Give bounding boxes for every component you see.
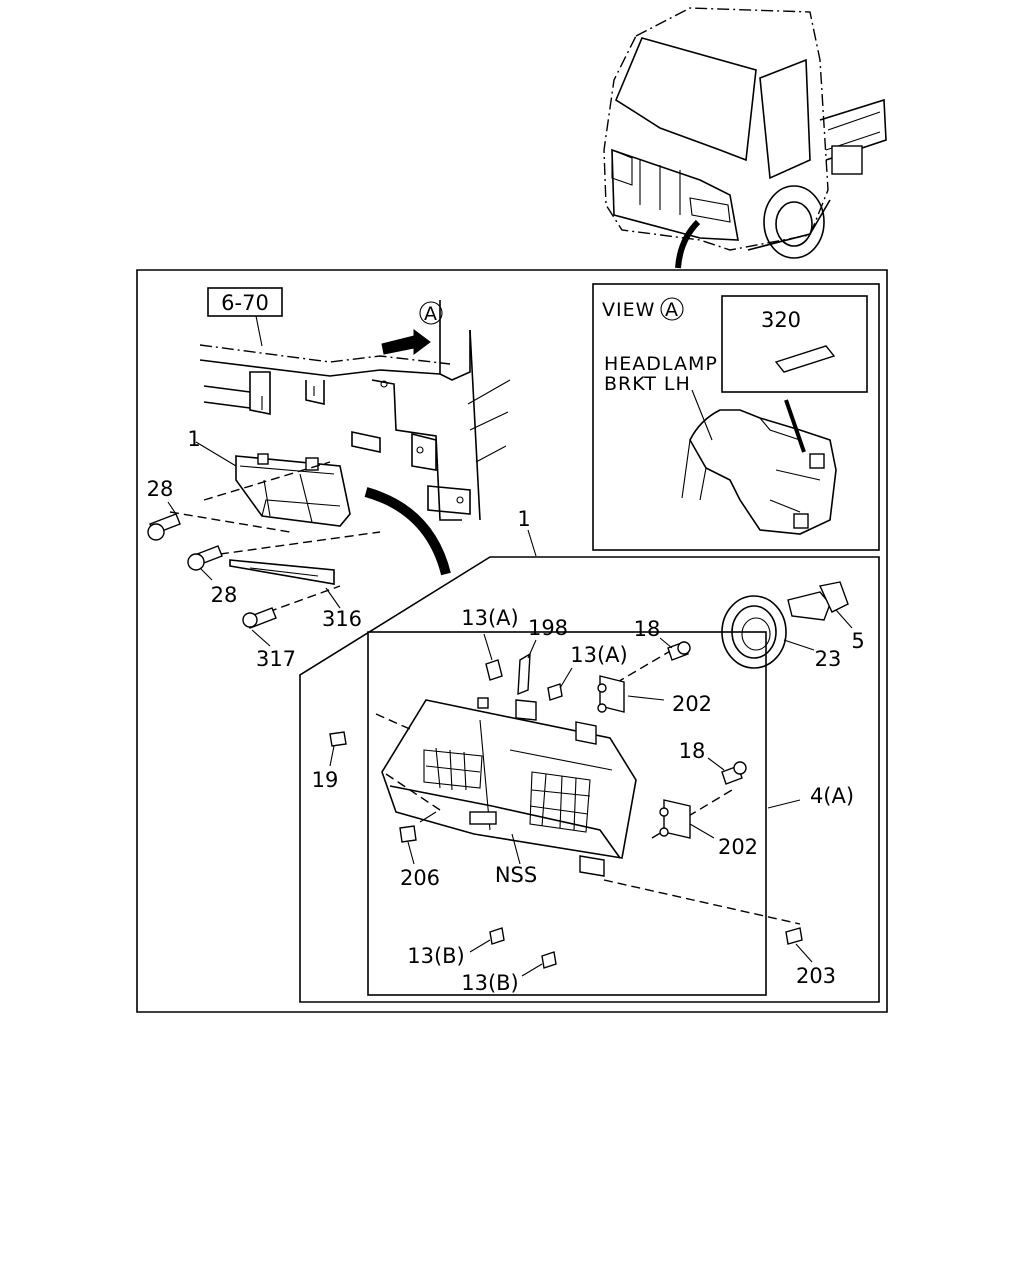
label-4a: 4(A)	[810, 784, 854, 808]
assembly-arrow	[364, 487, 451, 576]
detail-frame	[299, 556, 880, 1003]
label-316: 316	[322, 607, 362, 631]
label-18-a: 18	[634, 617, 661, 641]
label-28-b: 28	[211, 583, 238, 607]
label-198: 198	[528, 616, 568, 640]
label-28-a: 28	[147, 477, 174, 501]
label-13b-1: 13(B)	[407, 944, 465, 968]
part-labels: 6-70 A VIEW A 320 HEADLAMP BRKT LH 1 28 …	[147, 287, 865, 995]
bulb-and-seal	[721, 581, 849, 669]
view-a-marker-circle	[419, 301, 443, 325]
label-320: 320	[761, 308, 801, 332]
label-13a-2: 13(A)	[570, 643, 627, 667]
label-206: 206	[400, 866, 440, 890]
bolt-icons	[147, 513, 277, 629]
ref-box	[207, 287, 283, 317]
label-13a-1: 13(A)	[461, 606, 518, 630]
view-a-inset	[592, 283, 880, 551]
label-202-b: 202	[718, 835, 758, 859]
headlamp-body-upper	[169, 453, 381, 613]
view-title-circle	[660, 297, 684, 321]
label-headlamp-brkt-1: HEADLAMP	[604, 353, 718, 375]
truck-illustration	[603, 7, 887, 269]
label-13b-2: 13(B)	[461, 971, 519, 995]
label-203: 203	[796, 964, 836, 988]
label-5: 5	[851, 629, 864, 653]
label-1-upper: 1	[187, 427, 200, 451]
clip-icons	[329, 641, 803, 969]
label-headlamp-brkt-2: BRKT LH	[604, 373, 691, 395]
label-1-lower: 1	[517, 507, 530, 531]
label-23: 23	[815, 647, 842, 671]
outer-frame	[136, 269, 888, 1013]
label-view-circle: A	[665, 299, 679, 321]
cab-frame-structure	[199, 300, 511, 521]
label-nss: NSS	[495, 863, 537, 887]
headlamp-assembly-detail	[375, 649, 801, 925]
label-317: 317	[256, 647, 296, 671]
leader-lines	[167, 315, 853, 977]
label-ref-6-70: 6-70	[221, 291, 269, 315]
headlamp-detail-box	[367, 631, 767, 996]
label-202-a: 202	[672, 692, 712, 716]
label-view-title: VIEW	[602, 299, 655, 321]
label-18-b: 18	[679, 739, 706, 763]
label-view-a-marker: A	[424, 303, 438, 325]
label-19: 19	[312, 768, 339, 792]
